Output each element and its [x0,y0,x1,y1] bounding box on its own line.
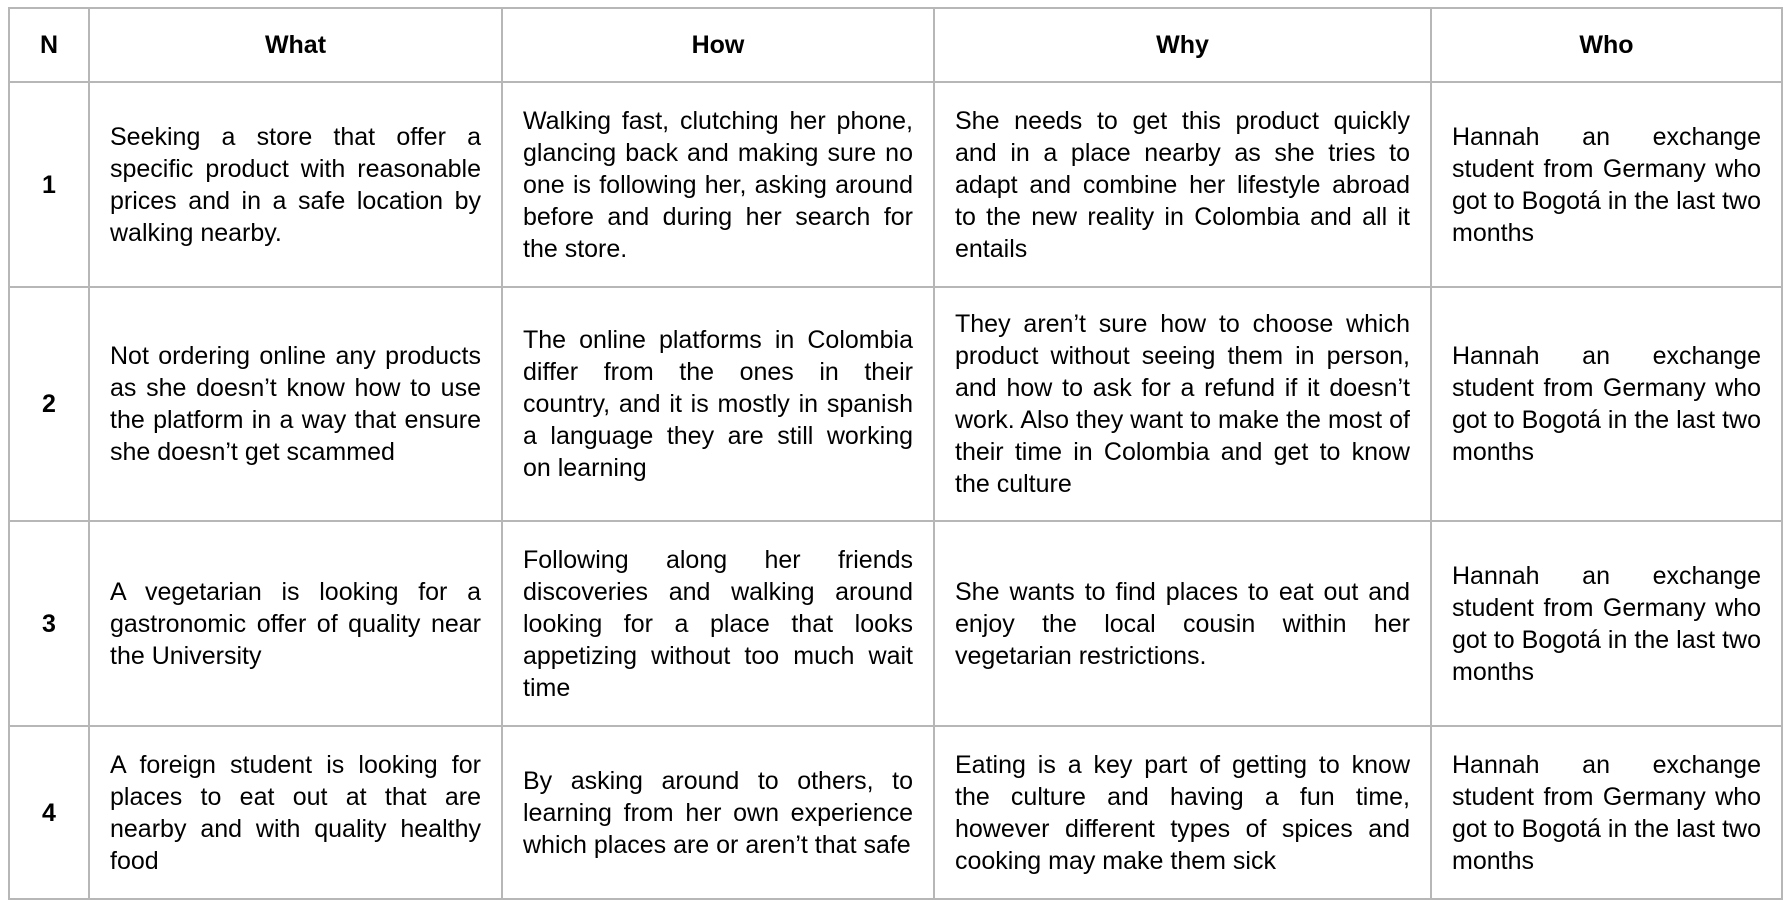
how-cell: Following along her friends discoveries … [501,520,935,727]
how-cell: Walking fast, clutching her phone, glanc… [501,81,935,288]
who-cell: Hannah an exchange student from Germany … [1430,520,1783,727]
why-cell: She wants to find places to eat out and … [933,520,1432,727]
who-cell: Hannah an exchange student from Germany … [1430,725,1783,900]
table-row: 2 Not ordering online any products as sh… [8,286,1783,522]
header-why: Why [933,7,1432,83]
who-cell: Hannah an exchange student from Germany … [1430,286,1783,522]
who-cell: Hannah an exchange student from Germany … [1430,81,1783,288]
what-cell: Seeking a store that offer a specific pr… [88,81,503,288]
row-number: 3 [8,520,90,727]
row-number: 2 [8,286,90,522]
row-number: 1 [8,81,90,288]
header-row: N What How Why Who [8,7,1783,83]
table-row: 4 A foreign student is looking for place… [8,725,1783,900]
how-cell: The online platforms in Colombia differ … [501,286,935,522]
header-what: What [88,7,503,83]
table-row: 3 A vegetarian is looking for a gastrono… [8,520,1783,727]
row-number: 4 [8,725,90,900]
what-cell: A foreign student is looking for places … [88,725,503,900]
user-needs-table: N What How Why Who 1 Seeking a store tha… [8,7,1783,900]
header-how: How [501,7,935,83]
what-cell: A vegetarian is looking for a gastronomi… [88,520,503,727]
header-n: N [8,7,90,83]
why-cell: They aren’t sure how to choose which pro… [933,286,1432,522]
table-row: 1 Seeking a store that offer a specific … [8,81,1783,288]
what-cell: Not ordering online any products as she … [88,286,503,522]
header-who: Who [1430,7,1783,83]
why-cell: She needs to get this product quickly an… [933,81,1432,288]
why-cell: Eating is a key part of getting to know … [933,725,1432,900]
how-cell: By asking around to others, to learning … [501,725,935,900]
